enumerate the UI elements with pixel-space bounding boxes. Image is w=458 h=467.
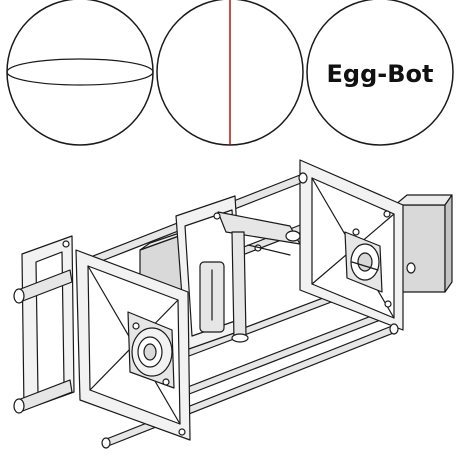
rod-end — [101, 437, 111, 449]
rod-end — [389, 323, 399, 335]
sphere-equator — [6, 0, 154, 146]
bolt — [178, 428, 186, 436]
egg-bot-logo-text: Egg-Bot — [327, 60, 434, 88]
bolt — [384, 300, 392, 308]
sphere-logo: Egg-Bot — [306, 0, 454, 146]
pen-arm-carriage — [175, 195, 301, 351]
rod-end — [13, 398, 25, 414]
equator-line — [6, 58, 154, 86]
motor-shaft — [351, 261, 379, 271]
bolt — [62, 240, 70, 248]
left-near-frame — [75, 249, 191, 441]
arm-pivot — [285, 230, 301, 242]
rod-end — [13, 288, 25, 304]
far-left-end-plate — [13, 235, 75, 414]
shaft-coupler — [357, 252, 373, 272]
pen-arm — [217, 211, 301, 245]
rod-end — [298, 172, 308, 184]
sphere-meridian — [156, 0, 304, 146]
bolt — [213, 212, 221, 220]
pen-holder — [231, 231, 247, 341]
sphere-outline — [306, 0, 454, 146]
bolt — [132, 322, 140, 330]
rod-end — [406, 262, 416, 274]
motor-side — [444, 194, 453, 293]
motor-top — [394, 194, 453, 206]
linkage — [247, 244, 291, 256]
egg-cup-bore — [143, 343, 157, 361]
egg-bot-machine — [13, 159, 453, 449]
right-end-frame — [299, 159, 404, 331]
pen-tip-clamp — [231, 333, 249, 343]
bolt — [352, 228, 360, 236]
bolt — [383, 210, 391, 218]
bolt — [162, 378, 170, 386]
sphere-outline — [6, 0, 154, 146]
